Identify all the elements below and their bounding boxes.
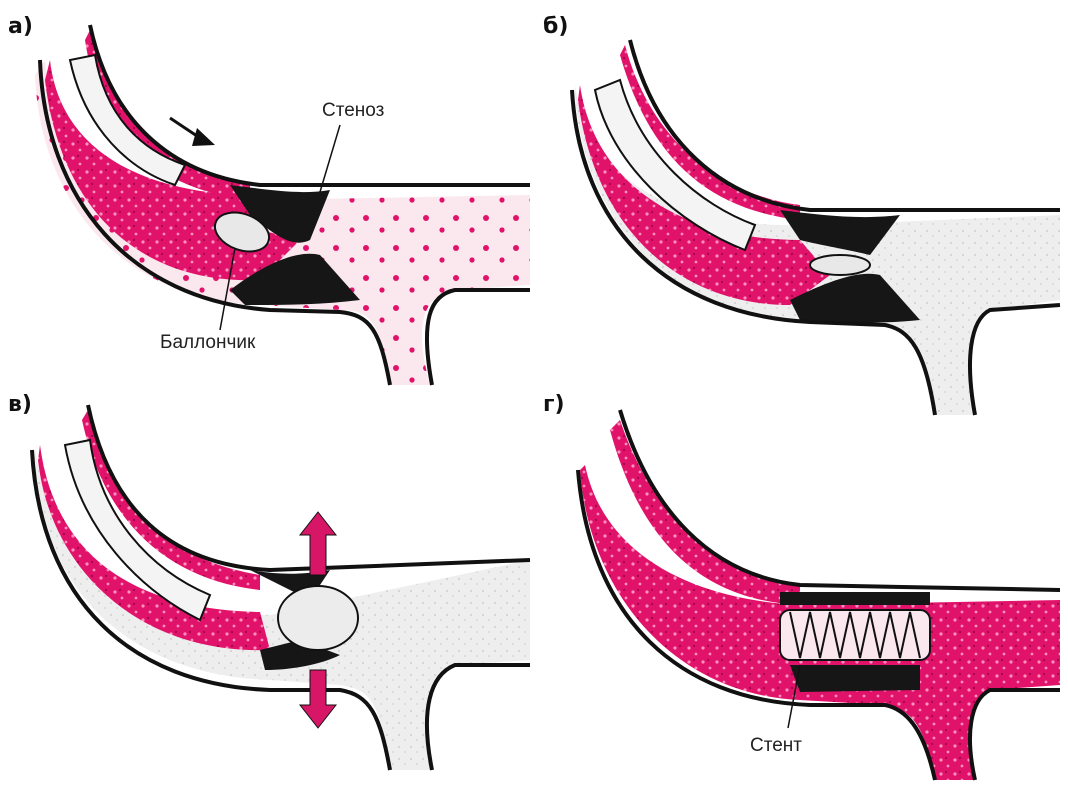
panel-label-v: в) — [8, 392, 32, 417]
vessel-wall — [970, 690, 1060, 780]
arrow-icon — [192, 128, 215, 146]
panel-a — [35, 25, 530, 385]
panel-label-g: г) — [543, 392, 565, 417]
callout-line — [320, 125, 340, 192]
callout-stenosis: Стеноз — [322, 100, 384, 122]
plaque — [790, 665, 920, 692]
vessel-wall — [970, 305, 1060, 415]
vessel-lumen — [575, 85, 1060, 415]
callout-balloon: Баллончик — [160, 332, 255, 354]
vessel-wall — [427, 290, 530, 385]
vessel-wall — [630, 40, 1060, 210]
callout-stent: Стент — [750, 735, 802, 757]
panel-label-b: б) — [543, 14, 568, 39]
panel-g — [578, 410, 1060, 780]
balloon — [810, 255, 870, 275]
panel-label-a: а) — [8, 14, 33, 39]
stent — [780, 610, 930, 660]
balloon — [278, 586, 358, 650]
panel-b — [572, 40, 1060, 415]
double-arrow-icon — [300, 512, 336, 575]
panel-v — [32, 405, 530, 770]
vessel-wall — [427, 665, 530, 770]
plaque — [780, 592, 930, 605]
